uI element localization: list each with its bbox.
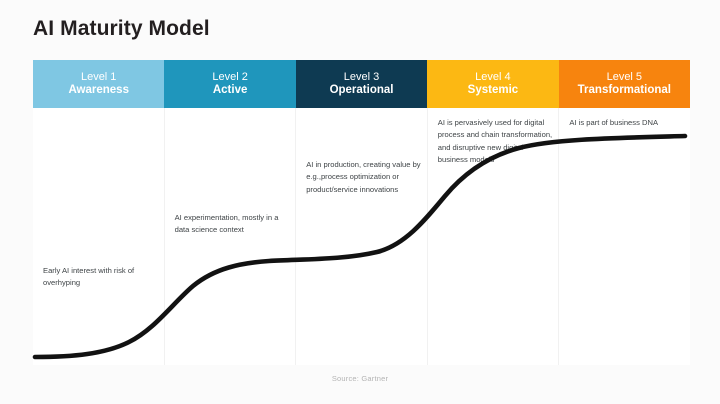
level-name-4: Systemic [467, 83, 519, 96]
level-name-1: Awareness [68, 83, 129, 96]
level-header-3[interactable]: Level 3 Operational [295, 60, 428, 108]
level-header-2[interactable]: Level 2 Active [164, 60, 296, 108]
level-header-1[interactable]: Level 1 Awareness [33, 60, 165, 108]
level-note-5: AI is part of business DNA [569, 118, 659, 127]
level-number-2: Level 2 [212, 71, 248, 84]
level-number-3: Level 3 [343, 71, 380, 84]
page-title: AI Maturity Model [33, 17, 210, 40]
level-number-4: Level 4 [475, 71, 511, 84]
level-note-1: Early AI interest with risk of overhypin… [43, 266, 135, 288]
level-name-2: Active [212, 83, 248, 96]
level-column-1: Early AI interest with risk of overhypin… [33, 108, 165, 365]
level-note-2: AI experimentation, mostly in a data sci… [174, 213, 279, 235]
level-header-band: Level 1 Awareness Level 2 Active Level 3… [33, 60, 691, 108]
level-name-5: Transformational [577, 83, 671, 96]
level-number-1: Level 1 [80, 71, 117, 84]
level-column-2: AI experimentation, mostly in a data sci… [165, 108, 297, 365]
level-note-3: AI in production, creating value by e.g.… [306, 160, 421, 194]
level-name-3: Operational [329, 83, 394, 96]
level-columns: Early AI interest with risk of overhypin… [33, 108, 690, 365]
level-note-4: AI is pervasively used for digital proce… [437, 118, 553, 164]
level-column-5: AI is part of business DNA [559, 108, 690, 365]
source-caption: Source: Gartner [331, 374, 389, 383]
level-number-5: Level 5 [606, 71, 643, 84]
level-header-5[interactable]: Level 5 Transformational [558, 60, 691, 108]
level-header-4[interactable]: Level 4 Systemic [427, 60, 559, 108]
level-column-3: AI in production, creating value by e.g.… [296, 108, 428, 365]
maturity-chart-card: Level 1 Awareness Level 2 Active Level 3… [32, 60, 691, 365]
level-column-4: AI is pervasively used for digital proce… [428, 108, 560, 365]
